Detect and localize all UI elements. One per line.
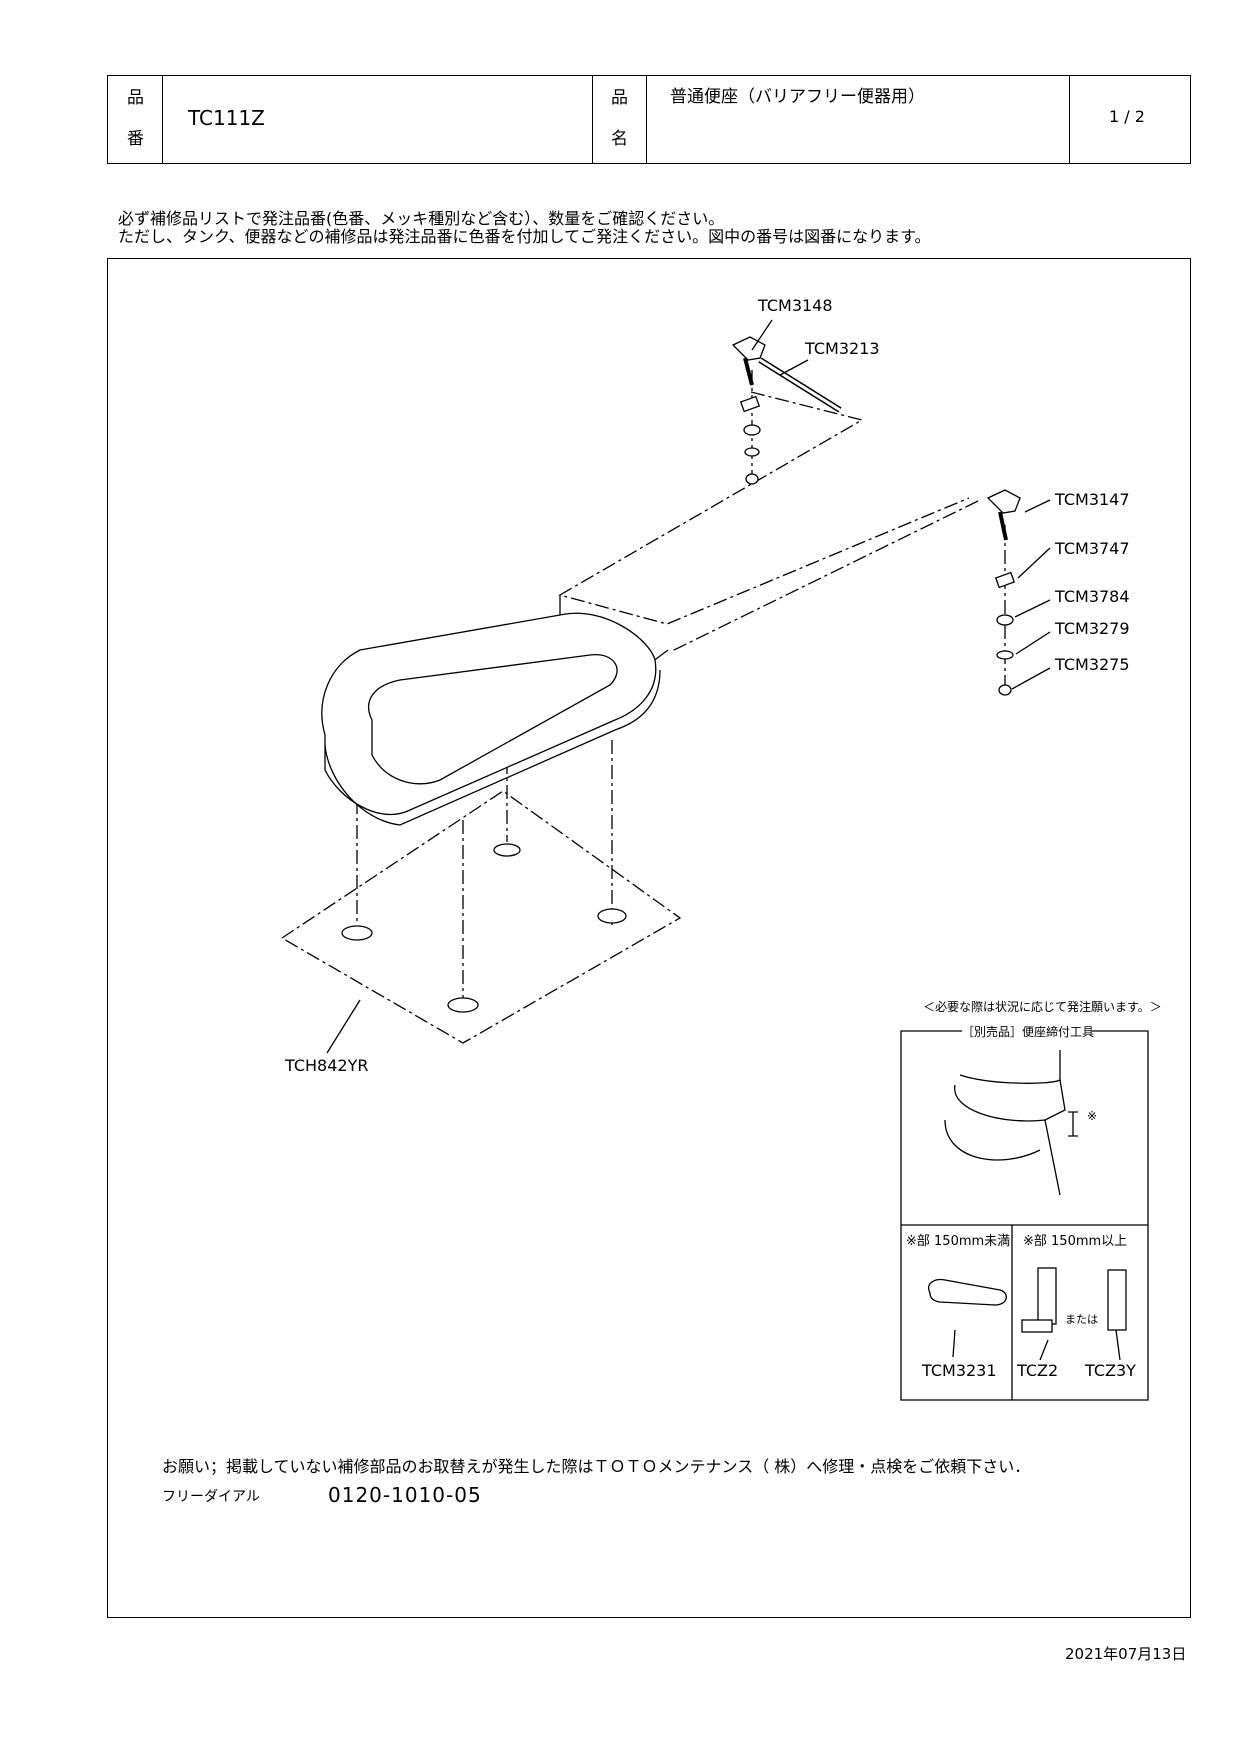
or-text: または (1065, 1313, 1098, 1326)
header-divider (162, 76, 163, 163)
note-line: 必ず補修品リストで発注品番(色番、メッキ種別など含む）、数量をご確認ください。 (118, 209, 725, 228)
free-dial-number: 0120-1010-05 (328, 1483, 482, 1507)
product-name-label: 品 (611, 88, 628, 108)
tool-header-over-150: ※部 150mm以上 (1023, 1234, 1128, 1249)
free-dial-label: フリーダイアル (162, 1489, 260, 1505)
product-number: TC111Z (188, 106, 265, 130)
part-label-tcm3275: TCM3275 (1055, 655, 1130, 674)
part-label-tcm3147: TCM3147 (1055, 490, 1130, 509)
header-divider (646, 76, 647, 163)
product-name-label: 名 (611, 129, 628, 149)
tool-label-tcm3231: TCM3231 (922, 1361, 997, 1380)
tool-box-title: ［別売品］便座締付工具 (962, 1025, 1095, 1039)
part-label-tcm3148: TCM3148 (758, 296, 833, 315)
tool-box-note: ＜必要な際は状況に応じて発注願います。＞ (923, 1000, 1162, 1014)
part-label-tcm3213: TCM3213 (805, 339, 880, 358)
tool-label-tcz3y: TCZ3Y (1085, 1361, 1136, 1380)
header-table: 品 番 TC111Z 品 名 普通便座（バリアフリー便器用） 1 / 2 (107, 75, 1191, 164)
product-name: 普通便座（バリアフリー便器用） (670, 87, 925, 107)
hinge-outline (671, 500, 979, 652)
tool-label-tcz2: TCZ2 (1017, 1361, 1059, 1380)
issue-date: 2021年07月13日 (1065, 1645, 1187, 1663)
diagram-frame (107, 258, 1191, 1618)
instruction-notes: 必ず補修品リストで発注品番(色番、メッキ種別など含む）、数量をご確認ください。 … (118, 210, 930, 246)
part-label-tcm3747: TCM3747 (1055, 539, 1130, 558)
part-label-tcm3784: TCM3784 (1055, 587, 1130, 606)
header-divider (1069, 76, 1070, 163)
bolt-head (986, 489, 1021, 514)
part-label-tch842yr: TCH842YR (285, 1056, 369, 1075)
product-number-label: 番 (127, 129, 144, 149)
header-divider (592, 76, 593, 163)
dimension-mark: ※ (1087, 1109, 1098, 1123)
repair-request-text: お願い；掲載していない補修部品のお取替えが発生した際はＴＯＴＯメンテナンス（ 株… (162, 1457, 1031, 1476)
product-number-label: 品 (127, 88, 144, 108)
seat-opening (367, 654, 618, 785)
tool-header-under-150: ※部 150mm未満 (906, 1234, 1011, 1249)
page-number: 1 / 2 (1109, 107, 1145, 126)
base-plate-outline (280, 790, 682, 1044)
note-line: ただし、タンク、便器などの補修品は発注品番に色番を付加してご発注ください。図中の… (118, 227, 931, 246)
part-label-tcm3279: TCM3279 (1055, 619, 1130, 638)
